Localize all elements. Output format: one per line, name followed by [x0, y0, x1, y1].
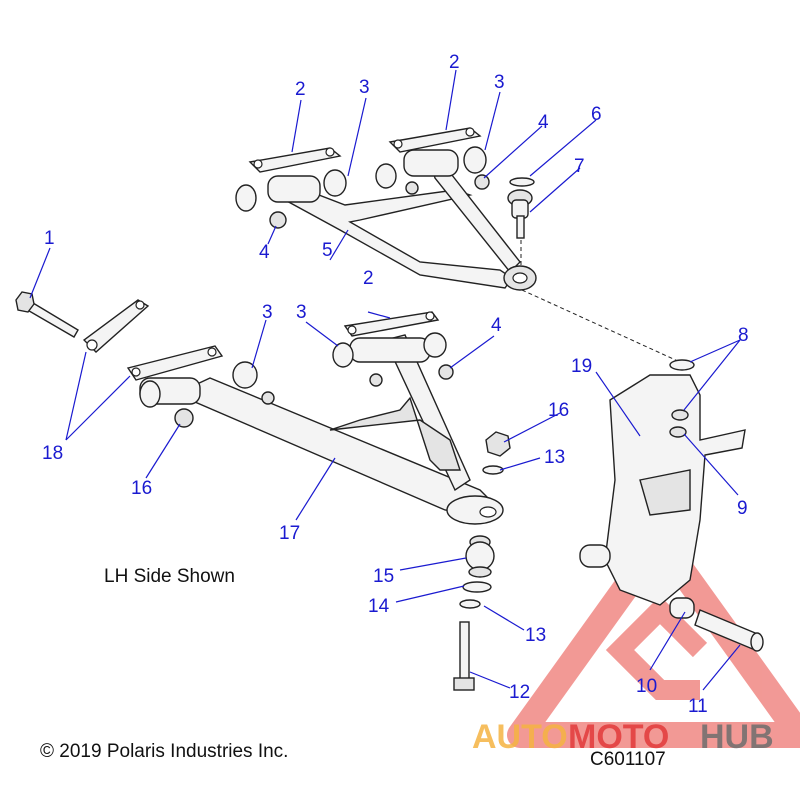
callout-11: 11	[688, 696, 708, 717]
callout-2-upper-right: 2	[449, 52, 460, 73]
copyright-text: © 2019 Polaris Industries Inc.	[40, 741, 288, 762]
svg-text:MOTO: MOTO	[568, 718, 669, 756]
callout-3-upper-left: 3	[359, 77, 370, 98]
callout-4-upper-left: 4	[259, 242, 270, 263]
callout-3-upper-right: 3	[494, 72, 505, 93]
axle-pin	[694, 609, 764, 652]
upper-strap-left	[248, 147, 342, 173]
callout-10: 10	[636, 676, 657, 697]
nut	[485, 431, 511, 457]
callout-14: 14	[368, 596, 390, 617]
callout-15: 15	[373, 566, 394, 587]
lower-a-arm	[139, 332, 504, 525]
callout-9: 9	[737, 498, 748, 519]
callout-13-upper: 13	[544, 447, 565, 468]
callout-19: 19	[571, 356, 592, 377]
callout-4-lower: 4	[491, 315, 502, 336]
callout-3-lower-left: 3	[262, 302, 273, 323]
drawing-number: C601107	[590, 749, 666, 770]
watermark-brand: AUTO MOTO HUB	[472, 718, 774, 756]
ball-joint-upper	[507, 177, 535, 239]
callout-7: 7	[574, 156, 585, 177]
callout-1: 1	[44, 228, 55, 249]
upper-a-arm	[235, 146, 537, 291]
lower-strap-right	[343, 311, 440, 337]
callout-2-lower: 2	[363, 268, 374, 289]
callout-18: 18	[42, 443, 63, 464]
callout-12: 12	[509, 682, 530, 703]
upper-strap-right	[388, 127, 482, 153]
callout-4-upper-right: 4	[538, 112, 549, 133]
pivot-bolt	[15, 291, 79, 338]
steering-knuckle	[579, 359, 746, 619]
washer	[482, 465, 504, 475]
svg-text:AUTO: AUTO	[472, 718, 568, 756]
callout-2-upper-left: 2	[295, 79, 306, 100]
callout-8: 8	[738, 325, 749, 346]
callout-3-lower-right: 3	[296, 302, 307, 323]
svg-text:HUB: HUB	[700, 718, 774, 756]
lower-strap-small	[82, 299, 150, 353]
callout-6: 6	[591, 104, 602, 125]
side-note: LH Side Shown	[104, 566, 235, 587]
callout-16-right: 16	[548, 400, 569, 421]
bolt-lower	[453, 621, 475, 691]
callout-labels: 1 2 2 2 3 3 3 3 4 4 4 5 6 7 8 9 10 11 12…	[42, 52, 749, 717]
callout-16-left: 16	[131, 478, 152, 499]
lower-strap-left	[126, 345, 224, 381]
callout-5: 5	[322, 240, 333, 261]
callout-13-lower: 13	[525, 625, 546, 646]
leader-lines	[29, 69, 741, 691]
callout-17: 17	[279, 523, 300, 544]
ball-joint-lower	[459, 535, 495, 609]
